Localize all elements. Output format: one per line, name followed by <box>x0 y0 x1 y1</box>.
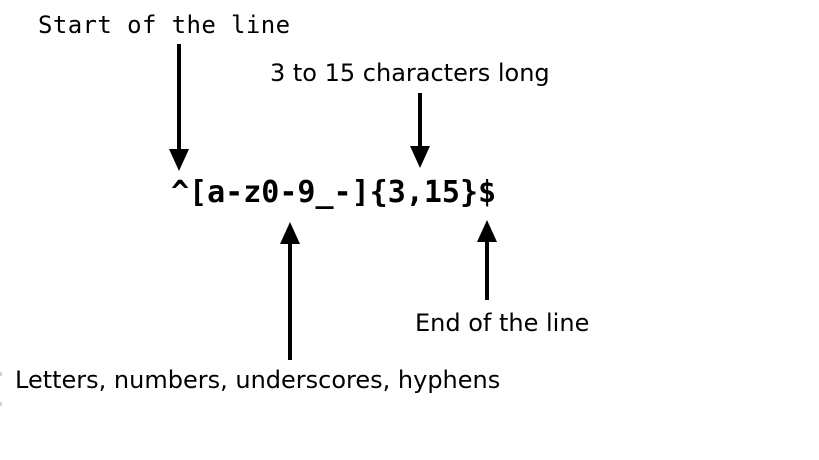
left-edge-crop-artifact <box>0 372 2 406</box>
label-characters-long: 3 to 15 characters long <box>270 59 550 87</box>
arrow-start-of-line-icon <box>169 44 189 171</box>
label-end-of-line: End of the line <box>415 309 590 337</box>
arrow-charset-icon <box>280 222 300 360</box>
label-start-of-line: Start of the line <box>38 11 291 39</box>
regex-pattern-text: ^[a-z0-9_-]{3,15}$ <box>171 175 497 210</box>
arrow-length-icon <box>410 93 430 168</box>
label-charset: Letters, numbers, underscores, hyphens <box>15 366 501 394</box>
arrow-end-of-line-icon <box>477 220 497 300</box>
